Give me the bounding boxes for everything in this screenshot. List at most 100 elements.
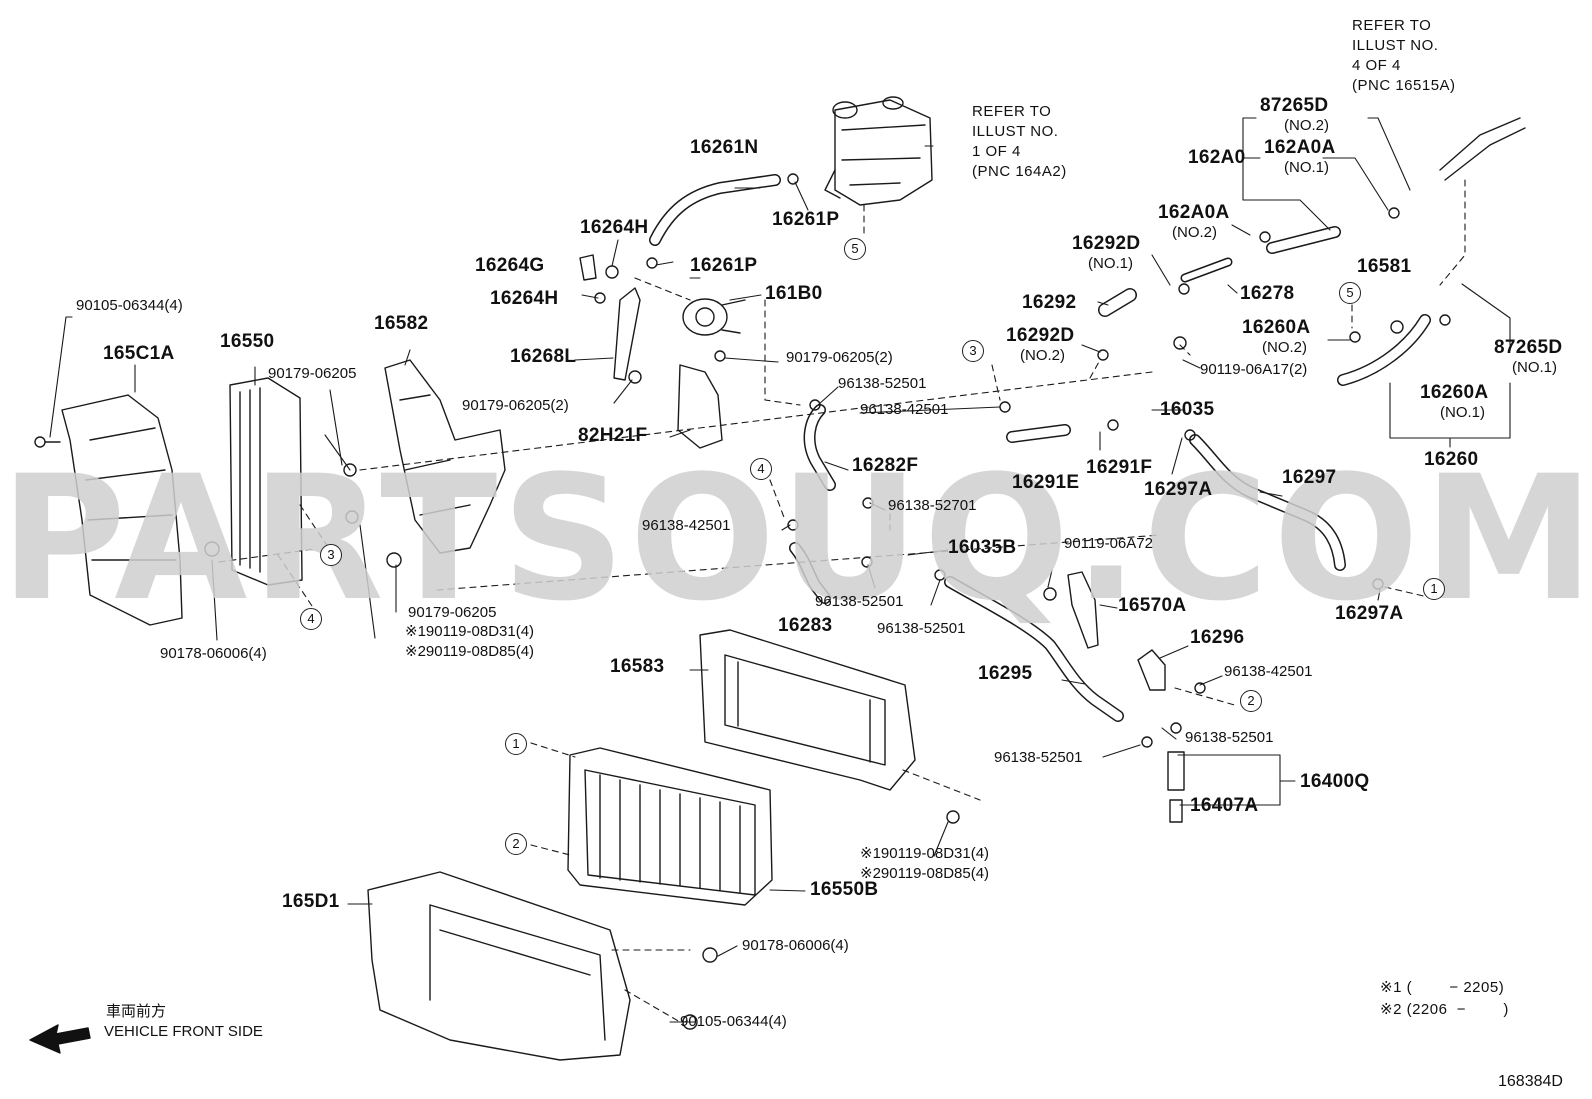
part-label[interactable]: 87265D — [1260, 95, 1329, 116]
part-label[interactable]: (NO.2) — [1284, 117, 1329, 134]
part-label[interactable]: 90119-06A17(2) — [1200, 361, 1308, 378]
part-label[interactable]: 82H21F — [578, 425, 648, 446]
part-label[interactable]: 161B0 — [765, 283, 823, 304]
part-label[interactable]: 16550 — [220, 331, 275, 352]
part-label[interactable]: 16292D — [1072, 233, 1141, 254]
part-label[interactable]: 90178-06006(4) — [742, 937, 849, 954]
part-label[interactable]: 16264G — [475, 255, 545, 276]
part-label[interactable]: (NO.1) — [1440, 404, 1485, 421]
callout-1: 1 — [1423, 578, 1445, 600]
callout-3: 3 — [320, 544, 342, 566]
vehicle-front-jp: 車両前方 — [106, 1003, 167, 1020]
valve-161b0-drawing — [579, 254, 746, 381]
part-label[interactable]: 16291E — [1012, 472, 1080, 493]
part-label[interactable]: 16268L — [510, 346, 577, 367]
callout-3: 3 — [962, 340, 984, 362]
part-label[interactable]: 16582 — [374, 313, 429, 334]
part-label[interactable]: 90105-06344(4) — [76, 297, 183, 314]
part-label[interactable]: (NO.1) — [1088, 255, 1133, 272]
part-label[interactable]: 16291F — [1086, 457, 1153, 478]
part-label[interactable]: 90179-06205(2) — [462, 397, 569, 414]
part-label[interactable]: 165D1 — [282, 891, 340, 912]
part-label[interactable]: 96138-52701 — [888, 497, 977, 514]
part-label[interactable]: 96138-42501 — [642, 517, 731, 534]
part-label[interactable]: 16550B — [810, 879, 879, 900]
legend-row-2: ※2 (2206 − ) — [1380, 1001, 1509, 1018]
part-label[interactable]: 96138-52501 — [994, 749, 1083, 766]
part-label[interactable]: 16260 — [1424, 449, 1479, 470]
part-label[interactable]: 16264H — [580, 217, 649, 238]
part-label[interactable]: 16295 — [978, 663, 1033, 684]
part-label[interactable]: 90178-06006(4) — [160, 645, 267, 662]
note-refer-illust-1: REFER TO ILLUST NO. 1 OF 4 (PNC 164A2) — [972, 103, 1067, 180]
part-label[interactable]: 90179-06205(2) — [786, 349, 893, 366]
part-label[interactable]: 162A0A — [1264, 137, 1336, 158]
part-label[interactable]: (NO.1) — [1284, 159, 1329, 176]
part-label[interactable]: ※190119-08D31(4) — [405, 623, 535, 640]
callout-1: 1 — [505, 733, 527, 755]
part-label[interactable]: 16581 — [1357, 256, 1412, 277]
part-label[interactable]: (NO.2) — [1262, 339, 1307, 356]
part-label[interactable]: 16283 — [778, 615, 833, 636]
part-label[interactable]: 90105-06344(4) — [680, 1013, 787, 1030]
part-label[interactable]: 16035B — [948, 537, 1017, 558]
part-label[interactable]: 16583 — [610, 656, 665, 677]
dashed-lines — [218, 179, 1466, 1023]
vehicle-front-en: VEHICLE FRONT SIDE — [104, 1023, 263, 1040]
part-label[interactable]: 16035 — [1160, 399, 1215, 420]
part-label[interactable]: 16297 — [1282, 467, 1337, 488]
radiator-16550-drawing — [229, 377, 303, 586]
note-refer-illust-4: REFER TO ILLUST NO. 4 OF 4 (PNC 16515A) — [1352, 17, 1456, 94]
part-label[interactable]: (NO.2) — [1172, 224, 1217, 241]
part-label[interactable]: 96138-52501 — [838, 375, 927, 392]
shroud-165d1-drawing — [367, 871, 631, 1061]
part-label[interactable]: 96138-52501 — [877, 620, 966, 637]
bracket-16570a — [1067, 571, 1099, 649]
part-label[interactable]: ※290119-08D85(4) — [860, 865, 990, 882]
part-label[interactable]: 16278 — [1240, 283, 1295, 304]
part-label[interactable]: 90119-06A72 — [1064, 535, 1153, 552]
part-label[interactable]: ※290119-08D85(4) — [405, 643, 535, 660]
part-label[interactable]: 16407A — [1190, 795, 1259, 816]
watermark: PARTSOUQ.COM — [0, 438, 1592, 639]
part-label[interactable]: 16261P — [690, 255, 758, 276]
callout-2: 2 — [1240, 690, 1262, 712]
shroud-165c1a-drawing — [61, 394, 183, 626]
part-label[interactable]: 96138-42501 — [860, 401, 949, 418]
part-label[interactable]: 16260A — [1420, 382, 1489, 403]
part-label[interactable]: 96138-52501 — [1185, 729, 1274, 746]
support-16582-drawing — [384, 359, 506, 554]
part-label[interactable]: 90179-06205 — [268, 365, 357, 382]
part-label[interactable]: 16282F — [852, 455, 919, 476]
part-label[interactable]: (NO.2) — [1020, 347, 1065, 364]
reservoir-tank-drawing — [824, 96, 933, 206]
part-label[interactable]: 96138-52501 — [815, 593, 904, 610]
part-label[interactable]: 16261N — [690, 137, 759, 158]
part-label[interactable]: 16292D — [1006, 325, 1075, 346]
part-label[interactable]: 90179-06205 — [408, 604, 497, 621]
part-label[interactable]: 165C1A — [103, 343, 175, 364]
part-label[interactable]: ※190119-08D31(4) — [860, 845, 990, 862]
part-label[interactable]: 16261P — [772, 209, 840, 230]
core-support-16583-drawing — [699, 629, 916, 791]
part-label[interactable]: 16297A — [1144, 479, 1213, 500]
part-label[interactable]: 16296 — [1190, 627, 1245, 648]
bracket-82h21f — [677, 364, 723, 449]
legend-row-1: ※1 ( − 2205) — [1380, 979, 1505, 996]
radiator-16550b-drawing — [567, 747, 773, 906]
part-label[interactable]: 16260A — [1242, 317, 1311, 338]
part-label[interactable]: 16264H — [490, 288, 559, 309]
part-label[interactable]: 16570A — [1118, 595, 1187, 616]
part-label[interactable]: 16292 — [1022, 292, 1077, 313]
part-label[interactable]: 162A0 — [1188, 147, 1246, 168]
pipe-right-top — [1439, 117, 1526, 181]
part-label[interactable]: (NO.1) — [1512, 359, 1557, 376]
part-label[interactable]: 16297A — [1335, 603, 1404, 624]
part-label[interactable]: 96138-42501 — [1224, 663, 1313, 680]
part-label[interactable]: 162A0A — [1158, 202, 1230, 223]
diagram-id: 168384D — [1498, 1073, 1563, 1090]
callout-5: 5 — [1339, 282, 1361, 304]
part-label[interactable]: 16400Q — [1300, 771, 1370, 792]
part-label[interactable]: 87265D — [1494, 337, 1563, 358]
